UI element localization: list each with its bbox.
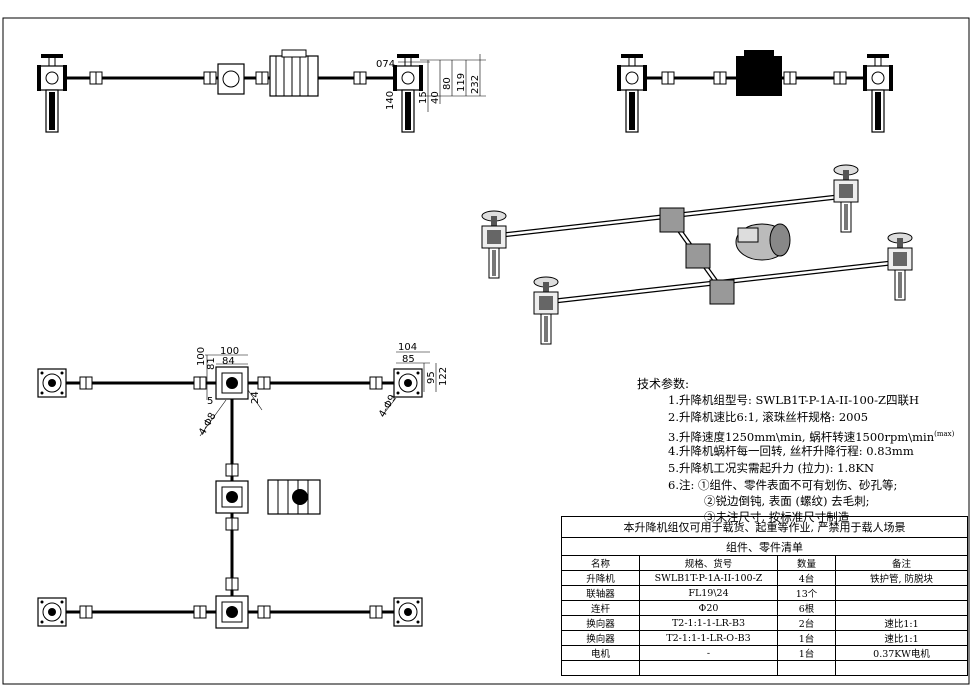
tech-params-title: 技术参数: <box>637 377 690 391</box>
dim-plan-100-h: 100 <box>220 346 239 357</box>
table-header-row: 名称 规格、货号 数量 备注 <box>561 555 968 571</box>
header-remark: 备注 <box>835 555 968 571</box>
cell <box>777 660 836 676</box>
cell: 0.37KW电机 <box>835 645 968 661</box>
dim-front-15: 15 <box>418 91 429 104</box>
dim-plan-5: 5 <box>207 396 213 407</box>
dim-plan-24: 24 <box>250 391 261 404</box>
dim-front-140: 140 <box>385 91 396 110</box>
cell: 速比1:1 <box>835 630 968 646</box>
dim-front-119: 119 <box>456 73 467 92</box>
rear-elevation-view <box>616 50 894 133</box>
table-banner: 本升降机组仅可用于载货、起重等作业, 严禁用于载人场景 <box>561 516 968 538</box>
table-row-empty <box>561 660 968 676</box>
dim-front-80: 80 <box>442 77 453 90</box>
dim-plan-81: 81 <box>206 357 217 370</box>
front-elevation-view <box>36 49 486 133</box>
tech-item-3-text: 3.升降速度1250mm\min, 蜗杆转速1500rpm\min <box>668 429 935 444</box>
cell: 速比1:1 <box>835 615 968 631</box>
table-subtitle: 组件、零件清单 <box>561 537 968 556</box>
isometric-view <box>481 164 913 345</box>
dim-plan-95: 95 <box>426 371 437 384</box>
cell: 6根 <box>777 600 836 616</box>
dim-plan-104: 104 <box>398 342 417 353</box>
sheet-border <box>2 17 970 685</box>
cell: 铁护管, 防脱块 <box>835 570 968 586</box>
tech-item-3-sup: (max) <box>934 430 955 438</box>
tech-item-6b: ②锐边倒钝, 表面 (螺纹) 去毛刺; <box>704 494 870 508</box>
tech-item-4: 4.升降机蜗杆每一回转, 丝杆升降行程: 0.83mm <box>668 444 914 458</box>
plan-view <box>37 351 437 629</box>
cell: 1台 <box>777 645 836 661</box>
cell: 1台 <box>777 630 836 646</box>
cell: T2-1:1-1-LR-B3 <box>639 615 778 631</box>
dim-plan-4-phi9: 4-Φ9 <box>377 393 399 419</box>
cell: Φ20 <box>639 600 778 616</box>
cell: 换向器 <box>561 615 640 631</box>
dim-plan-122: 122 <box>438 367 449 386</box>
dim-plan-85: 85 <box>402 354 415 365</box>
cell: 换向器 <box>561 630 640 646</box>
cell: 2台 <box>777 615 836 631</box>
cell <box>835 660 968 676</box>
dim-plan-84: 84 <box>222 356 235 367</box>
cell: 电机 <box>561 645 640 661</box>
cell: SWLB1T-P-1A-II-100-Z <box>639 570 778 586</box>
parts-list-table: 本升降机组仅可用于载货、起重等作业, 严禁用于载人场景 组件、零件清单 名称 规… <box>561 516 968 676</box>
dim-front-232: 232 <box>470 75 481 94</box>
tech-item-1: 1.升降机组型号: SWLB1T-P-1A-II-100-Z四联H <box>668 393 920 407</box>
cell: FL19\24 <box>639 585 778 601</box>
cell <box>561 660 640 676</box>
cell: 升降机 <box>561 570 640 586</box>
cell: 联轴器 <box>561 585 640 601</box>
cell: 连杆 <box>561 600 640 616</box>
tech-item-3: 3.升降速度1250mm\min, 蜗杆转速1500rpm\min(max) <box>668 428 954 443</box>
dim-plan-4-phi8: 4-Φ8 <box>197 411 219 437</box>
cell <box>835 600 968 616</box>
header-qty: 数量 <box>777 555 836 571</box>
cell: T2-1:1-1-LR-O-B3 <box>639 630 778 646</box>
cell <box>835 585 968 601</box>
cell: - <box>639 645 778 661</box>
tech-item-6: 6.注: ①组件、零件表面不可有划伤、砂孔等; <box>668 478 898 492</box>
dim-front-074: 074 <box>376 59 395 70</box>
dim-plan-100-v: 100 <box>196 347 207 366</box>
header-name: 名称 <box>561 555 640 571</box>
cell <box>639 660 778 676</box>
cell: 13个 <box>777 585 836 601</box>
tech-item-5: 5.升降机工况实需起升力 (拉力): 1.8KN <box>668 461 875 475</box>
header-spec: 规格、货号 <box>639 555 778 571</box>
tech-item-2: 2.升降机速比6:1, 滚珠丝杆规格: 2005 <box>668 410 869 424</box>
cell: 4台 <box>777 570 836 586</box>
dim-front-40: 40 <box>430 91 441 104</box>
